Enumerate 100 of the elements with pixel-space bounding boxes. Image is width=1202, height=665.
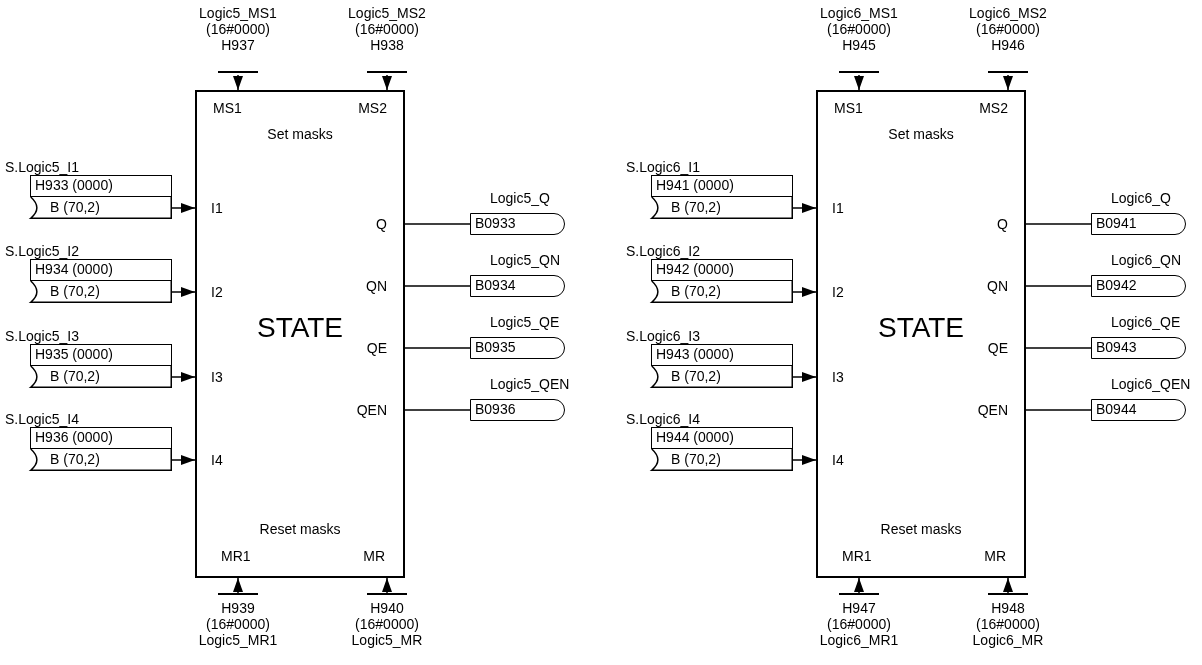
arrow (1003, 577, 1013, 594)
function-block (195, 90, 405, 578)
register-box: H934 (0000) (30, 259, 172, 281)
output-signal-box: B0942 (1091, 275, 1186, 297)
signal-label: (16#0000) (976, 615, 1040, 632)
signal-label: (16#0000) (827, 21, 891, 37)
block-title: STATE (256, 312, 344, 344)
signal-label: Logic6_Q (1111, 190, 1172, 206)
pin-label: Q (376, 216, 387, 232)
signal-box: B (70,2) (651, 449, 793, 471)
register-box: H936 (0000) (30, 427, 172, 449)
section-label: Set masks (888, 126, 954, 142)
arrow (792, 287, 817, 297)
signal-label: S.Logic5_I1 (5, 159, 80, 175)
signal-label: H939 (221, 599, 255, 616)
pin-label: I4 (832, 452, 844, 468)
output-signal-box: B0936 (470, 399, 565, 421)
signal-box: B (70,2) (651, 281, 793, 303)
signal-box: B (70,2) (30, 366, 172, 388)
output-signal-box: B0935 (470, 337, 565, 359)
output-signal-box: B0944 (1091, 399, 1186, 421)
arrow (792, 455, 817, 465)
pin-label: I1 (832, 200, 844, 216)
signal-label: H948 (991, 599, 1025, 616)
arrow (233, 577, 243, 594)
signal-label: Logic5_MS1 (199, 5, 277, 21)
signal-label: (16#0000) (976, 21, 1040, 37)
register-box: H935 (0000) (30, 344, 172, 366)
arrow (171, 203, 196, 213)
signal-label: Logic6_QN (1111, 252, 1183, 268)
signal-label: S.Logic6_I1 (626, 159, 701, 175)
pin-label: QN (366, 278, 387, 294)
connector-line (1025, 347, 1092, 349)
signal-label: Logic5_MS2 (348, 5, 426, 21)
signal-label: (16#0000) (827, 615, 891, 632)
signal-label: Logic5_MR (351, 631, 423, 648)
signal-label: S.Logic5_I3 (5, 328, 80, 344)
signal-label: S.Logic6_I4 (626, 411, 701, 427)
signal-label: Logic5_QEN (490, 376, 571, 392)
arrow (854, 74, 864, 91)
connector-line (1025, 285, 1092, 287)
arrow (171, 455, 196, 465)
arrow (1003, 74, 1013, 91)
signal-label: H945 (842, 37, 876, 53)
connector-line (1025, 409, 1092, 411)
pin-label: QEN (356, 402, 387, 418)
signal-label: Logic6_QE (1111, 314, 1182, 330)
signal-label: Logic5_MR1 (198, 631, 278, 648)
signal-label: Logic5_Q (490, 190, 551, 206)
pin-label: QE (366, 340, 387, 356)
signal-box: B (70,2) (30, 449, 172, 471)
arrow (233, 74, 243, 91)
pin-label: MS1 (834, 100, 863, 116)
register-box: H941 (0000) (651, 175, 793, 197)
arrow (792, 372, 817, 382)
arrow (382, 577, 392, 594)
function-block (816, 90, 1026, 578)
output-signal-box: B0941 (1091, 213, 1186, 235)
signal-label: Logic6_QEN (1111, 376, 1192, 392)
connector-line (1025, 223, 1092, 225)
signal-label: S.Logic5_I4 (5, 411, 80, 427)
connector-line (404, 223, 471, 225)
section-label: Reset masks (259, 521, 341, 537)
signal-label: H947 (842, 599, 876, 616)
connector-line (404, 409, 471, 411)
signal-label: H940 (370, 599, 404, 616)
pin-label: I2 (832, 284, 844, 300)
pin-label: QE (987, 340, 1008, 356)
arrow (854, 577, 864, 594)
pin-label: QEN (977, 402, 1008, 418)
pin-label: QN (987, 278, 1008, 294)
arrow (171, 372, 196, 382)
signal-label: Logic5_QN (490, 252, 562, 268)
pin-label: I1 (211, 200, 223, 216)
connector-line (404, 285, 471, 287)
register-box: H933 (0000) (30, 175, 172, 197)
signal-label: Logic6_MS1 (820, 5, 898, 21)
register-box: H942 (0000) (651, 259, 793, 281)
signal-box: B (70,2) (30, 197, 172, 219)
pin-label: I2 (211, 284, 223, 300)
pin-label: I3 (832, 369, 844, 385)
output-signal-box: B0933 (470, 213, 565, 235)
arrow (792, 203, 817, 213)
signal-label: (16#0000) (206, 615, 270, 632)
pin-label: MR (363, 548, 385, 564)
block-title: STATE (877, 312, 965, 344)
pin-label: MS2 (979, 100, 1008, 116)
signal-label: S.Logic6_I2 (626, 243, 701, 259)
signal-label: (16#0000) (206, 21, 270, 37)
pin-label: MS1 (213, 100, 242, 116)
register-box: H944 (0000) (651, 427, 793, 449)
pin-label: MR1 (221, 548, 251, 564)
pin-label: MR (984, 548, 1006, 564)
output-signal-box: B0934 (470, 275, 565, 297)
pin-label: I3 (211, 369, 223, 385)
signal-label: S.Logic6_I3 (626, 328, 701, 344)
signal-label: Logic5_QE (490, 314, 561, 330)
signal-box: B (70,2) (651, 197, 793, 219)
signal-label: H937 (221, 37, 255, 53)
pin-label: Q (997, 216, 1008, 232)
